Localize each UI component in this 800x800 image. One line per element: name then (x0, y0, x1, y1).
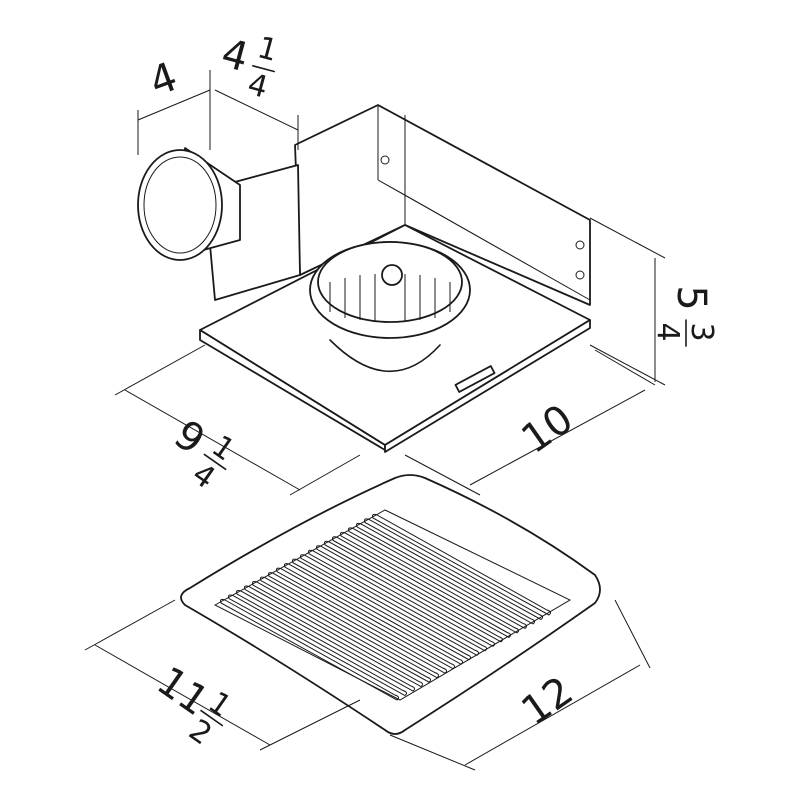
louver-slat (316, 545, 496, 647)
louver-slat (276, 567, 456, 670)
dimension-lines (84, 70, 666, 771)
louver-slat (284, 563, 464, 665)
louver-slat (252, 581, 432, 683)
fan-housing (199, 104, 591, 453)
louver-slat (324, 540, 504, 643)
louver-slat (348, 527, 528, 630)
dim-whole: 10 (514, 396, 582, 463)
dim-denominator: 4 (244, 67, 272, 106)
louver-slat (372, 513, 552, 616)
dim-housing-depth: 9 1 4 (166, 412, 241, 497)
louver-slat (300, 554, 480, 656)
grille (180, 474, 601, 735)
louver-slat (308, 549, 488, 652)
louver-slat (220, 598, 400, 701)
dim-housing-height: 5 3 4 (650, 285, 719, 347)
dim-whole: 12 (514, 668, 582, 735)
louver-slat (340, 531, 520, 634)
louver-slat (332, 536, 512, 638)
grille-louvers (220, 513, 552, 701)
louver-slat (356, 522, 536, 625)
louver-slat (228, 594, 408, 697)
louver-slat (292, 558, 472, 661)
dim-whole: 4 (217, 30, 253, 81)
louver-slat (236, 589, 416, 692)
louver-slat (244, 585, 424, 688)
dim-grille-depth: 11 1 2 (149, 658, 238, 752)
dim-whole: 4 (144, 54, 184, 106)
louver-slat (364, 518, 544, 621)
louver-slat (268, 572, 448, 674)
duct-collar (137, 147, 301, 301)
dim-numerator: 1 (254, 30, 282, 69)
dim-duct-height: 4 (144, 54, 184, 106)
dim-numerator: 3 (684, 322, 719, 341)
dim-whole: 5 (668, 285, 714, 310)
louver-slat (260, 576, 440, 679)
dim-denominator: 4 (650, 322, 685, 341)
dim-grille-width: 12 (514, 668, 582, 735)
dim-housing-width: 10 (514, 396, 582, 463)
